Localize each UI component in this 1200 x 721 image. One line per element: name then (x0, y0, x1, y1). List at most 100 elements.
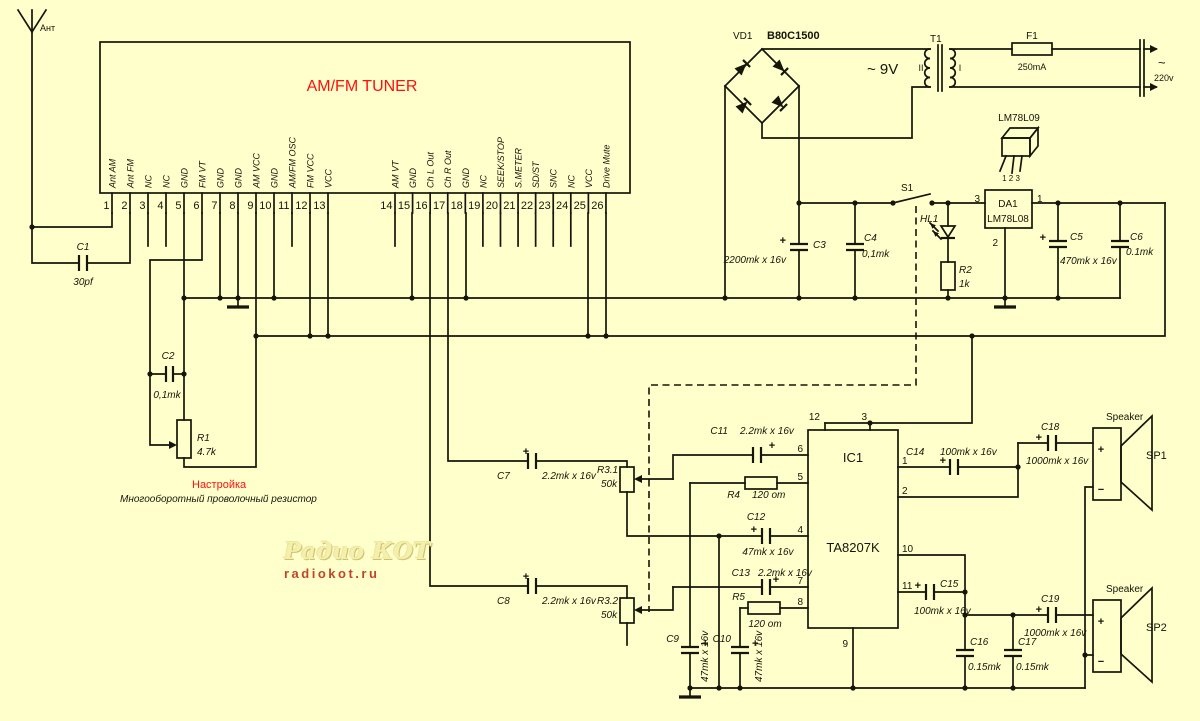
tuner-pin-number: 24 (556, 200, 568, 212)
wire (1084, 486, 1094, 689)
label-parts-C3-value: 2200mk x 16v (723, 255, 787, 266)
junction-dot (181, 371, 187, 377)
label-amplifier-pin_labels-p7: 7 (797, 576, 803, 587)
label-parts-C4-ref: C4 (864, 233, 877, 244)
led-ray-arrow (930, 223, 936, 229)
label-power-da1_pin_gnd: 2 (992, 238, 998, 249)
tuner-pin-label: NC (144, 175, 154, 188)
label-parts-C8-ref: C8 (497, 596, 510, 607)
label-speakers-sp2_title: Speaker (1106, 584, 1144, 595)
label-parts-C19-value: 1000mk x 16v (1024, 628, 1087, 639)
tuner-pin-number: 11 (278, 200, 289, 212)
tuner-pin-number: 9 (247, 200, 253, 212)
arrowheads (169, 45, 1158, 614)
tuner-pin-label: NC (566, 175, 576, 188)
wire (447, 212, 529, 462)
junction-dot (1010, 612, 1016, 618)
tuner-pin-label: FM VCC (306, 153, 316, 188)
diode-icon (735, 97, 752, 114)
label-symbols-minus: − (1098, 656, 1104, 668)
tuner-pin-number: 1 (103, 200, 109, 212)
wire (672, 454, 754, 480)
junction-dot (867, 420, 873, 426)
label-parts-C8-value: 2.2mk x 16v (541, 596, 597, 607)
label-amplifier-pin_labels-p11: 11 (902, 581, 913, 592)
label-symbols-plus: + (773, 574, 779, 586)
bridge-rectifier (734, 59, 789, 114)
r1-wiper-arrow (169, 441, 177, 449)
r31-box (619, 466, 635, 493)
capacitor-plates (77, 239, 1129, 658)
junction-dot (852, 200, 858, 206)
junction-dot (271, 295, 277, 301)
tuner-pin-label: NC (478, 175, 488, 188)
label-parts-C13-value: 2.2mk x 16v (757, 568, 813, 579)
label-parts-R31-value: 50k (601, 479, 618, 490)
wire (16, 8, 34, 34)
winding-secondary (923, 48, 931, 88)
junction-dot (307, 333, 313, 339)
wire (891, 192, 932, 205)
tuner-pin-label: GND (180, 168, 190, 189)
tuner-pin-number: 22 (521, 200, 533, 212)
label-parts-C16-value: 0.15mk (968, 662, 1002, 673)
label-parts-C12-value: 47mk x 16v (742, 547, 794, 558)
junction-dot (1015, 464, 1021, 470)
label-amplifier-pin_labels-p8: 8 (797, 597, 803, 608)
label-symbols-plus: + (769, 440, 775, 452)
diode-triangle (772, 59, 785, 72)
junction-dot (737, 685, 743, 691)
wire (255, 202, 1166, 337)
wire (183, 212, 257, 468)
label-symbols-plus: + (702, 638, 708, 650)
label-parts-R32-ref: R3.2 (597, 596, 619, 607)
tuner-pin-number: 26 (591, 200, 603, 212)
diode-icon (772, 59, 789, 76)
junction-dot (929, 200, 935, 206)
label-parts-R31-ref: R3.1 (597, 465, 618, 476)
label-parts-C3-ref: C3 (813, 240, 826, 251)
label-parts-C17-value: 0.15mk (1016, 662, 1050, 673)
wire (31, 212, 113, 228)
tuner-pin-number: 19 (468, 200, 480, 212)
wire (1019, 155, 1023, 172)
tuner-pin-number: 16 (415, 200, 427, 212)
junction-dot (850, 685, 856, 691)
ic1-box (807, 429, 899, 629)
diode-bar (742, 59, 751, 68)
junction-dot (962, 685, 968, 691)
label-speakers-sp1_ref: SP1 (1146, 450, 1167, 462)
tuner-pin-label: SNC (549, 168, 559, 188)
label-symbols-plus: + (940, 455, 946, 467)
plug-arrow (1150, 83, 1158, 91)
tuner-pin-number: 25 (574, 200, 586, 212)
plug-arrow (1150, 45, 1158, 53)
label-symbols-plus: + (752, 638, 758, 650)
label-amplifier-pin_labels-p6: 6 (797, 444, 803, 455)
wire (998, 154, 1008, 173)
label-parts-C19-ref: C19 (1041, 594, 1060, 605)
diode-bar (780, 67, 789, 76)
wire (86, 212, 131, 264)
label-amplifier-pin_labels-p1: 1 (902, 456, 908, 467)
r1-box (176, 419, 192, 459)
diode-bar (779, 103, 788, 112)
label-parts-C5-ref: C5 (1070, 232, 1083, 243)
junction-dot (716, 533, 722, 539)
label-parts-C4-value: 0,1mk (862, 249, 890, 260)
junction-dot (890, 200, 896, 206)
label-amplifier-pin_labels-p3: 3 (861, 412, 867, 423)
tuner-box (99, 41, 631, 194)
label-amplifier-pin_labels-p12: 12 (809, 412, 821, 423)
label-symbols-plus: + (523, 446, 529, 458)
junction-dot (181, 295, 187, 301)
label-amplifier-ic_type: TA8207K (826, 540, 880, 555)
led-ray-arrow (933, 231, 939, 237)
label-power-fuse_ref: F1 (1026, 31, 1038, 42)
wire (626, 491, 720, 537)
label-power-winding_secondary: II (918, 63, 923, 73)
label-power-secondary_voltage: ~ 9V (867, 61, 898, 78)
tuner-pin-label: Ant FM (126, 158, 136, 189)
label-power-da1_ref: DA1 (998, 199, 1018, 210)
led-hl1 (928, 221, 957, 241)
